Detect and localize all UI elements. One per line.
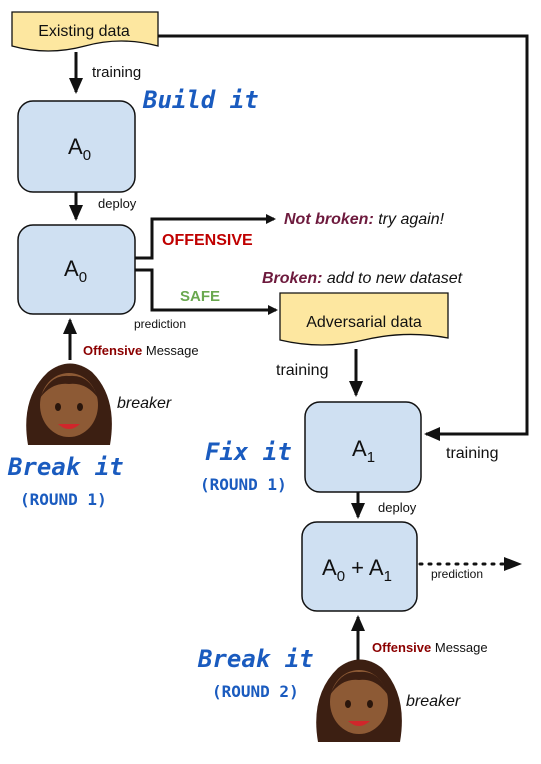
deploy-label-2: deploy [378, 500, 417, 515]
training-arrow-right [158, 34, 529, 441]
existing-data-label: Existing data [38, 23, 130, 40]
breaker-avatar-1 [26, 363, 112, 445]
model-a1: A1 [304, 401, 422, 493]
stage-break-it-1: Break it [7, 453, 124, 481]
stage-fix-it: Fix it [205, 438, 292, 466]
prediction-label-1: prediction [134, 317, 186, 331]
not-broken-note: Not broken: try again! [284, 211, 445, 228]
safe-branch-arrow [135, 268, 278, 315]
round-1-label-fix: (ROUND 1) [200, 475, 287, 494]
round-2-label: (ROUND 2) [212, 682, 299, 701]
model-a1-label: A1 [352, 436, 375, 466]
model-a0-build-label: A0 [68, 134, 91, 164]
stage-break-it-2: Break it [197, 645, 314, 673]
training-label-top: training [92, 64, 141, 81]
prediction-label-2: prediction [431, 567, 483, 581]
offensive-label: OFFENSIVE [162, 232, 253, 249]
model-a0-deployed-label: A0 [64, 256, 87, 286]
prediction-arrowhead-2 [504, 557, 522, 571]
adversarial-data-label: Adversarial data [306, 314, 422, 331]
model-a0-deployed: A0 [17, 224, 136, 315]
round-1-label-break: (ROUND 1) [20, 490, 107, 509]
stage-build-it: Build it [142, 86, 259, 114]
offensive-branch-arrow [135, 214, 276, 260]
existing-data-node: Existing data [11, 11, 159, 52]
model-a0-plus-a1: A0 + A1 [301, 521, 418, 612]
safe-label: SAFE [180, 288, 220, 305]
deploy-label-1: deploy [98, 196, 137, 211]
adversarial-data-node: Adversarial data [279, 292, 449, 346]
breaker-label-2: breaker [406, 693, 461, 710]
breaker-label-1: breaker [117, 395, 172, 412]
breaker-avatar-2 [316, 659, 402, 742]
message-label-1: Offensive Message [83, 343, 199, 358]
training-label-right: training [446, 445, 498, 462]
broken-note: Broken: add to new dataset [262, 270, 463, 287]
model-a0-build: A0 [17, 100, 136, 193]
message-label-2: Offensive Message [372, 640, 488, 655]
model-a0-plus-a1-label: A0 + A1 [322, 555, 392, 585]
training-label-adversarial: training [276, 362, 328, 379]
